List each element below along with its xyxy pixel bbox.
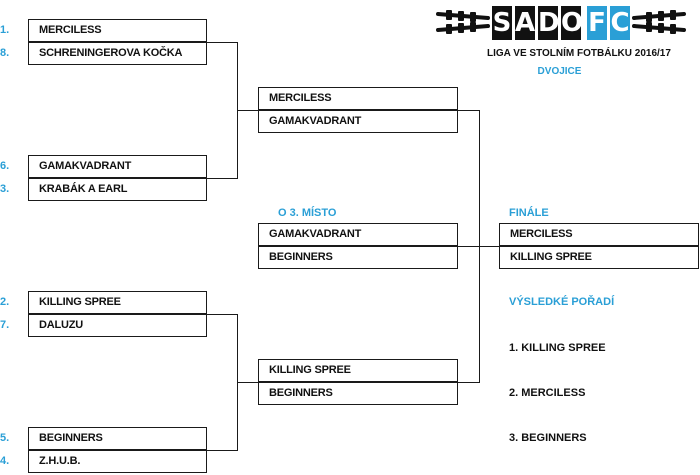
- team-slot: KILLING SPREE: [28, 291, 207, 314]
- league-title: LIGA VE STOLNÍM FOTBÁLKU 2016/17: [487, 48, 671, 59]
- standings-item: 2. MERCILESS: [509, 387, 586, 399]
- team-slot: BEGINNERS: [258, 382, 458, 405]
- seed-number: 3.: [0, 183, 10, 195]
- standings-item: 1. KILLING SPREE: [509, 342, 606, 354]
- team-slot: MERCILESS: [499, 223, 699, 246]
- bracket-connector: [457, 246, 499, 247]
- seed-number: 2.: [0, 296, 10, 308]
- team-slot: GAMAKVADRANT: [28, 155, 207, 178]
- team-slot: GAMAKVADRANT: [258, 223, 458, 246]
- team-slot: BEGINNERS: [28, 427, 207, 450]
- bracket-connector: [237, 110, 258, 111]
- seed-number: 5.: [0, 432, 10, 444]
- team-slot: KRABÁK A EARL: [28, 178, 207, 201]
- bracket-connector: [207, 450, 237, 451]
- seed-number: 7.: [0, 319, 10, 331]
- logo-letter: D: [538, 6, 560, 40]
- logo-letter: C: [610, 6, 630, 40]
- team-slot: BEGINNERS: [258, 246, 458, 269]
- team-slot: DALUZU: [28, 314, 207, 337]
- logo-letter: S: [492, 6, 512, 40]
- seed-number: 8.: [0, 47, 10, 59]
- final-label: FINÁLE: [509, 207, 549, 219]
- seed-number: 4.: [0, 455, 10, 467]
- logo-letter: O: [561, 6, 584, 40]
- category-label: DVOJICE: [537, 66, 582, 77]
- standings-label: VÝSLEDKÉ POŘADÍ: [509, 296, 615, 308]
- logo-letter: F: [587, 6, 607, 40]
- logo-letter: A: [515, 6, 536, 40]
- foosball-rods-icon: [436, 10, 686, 34]
- bracket-connector: [237, 382, 258, 383]
- team-slot: KILLING SPREE: [499, 246, 699, 269]
- team-slot: SCHRENINGEROVA KOČKA: [28, 42, 207, 65]
- team-slot: MERCILESS: [28, 19, 207, 42]
- team-slot: GAMAKVADRANT: [258, 110, 458, 133]
- seed-number: 6.: [0, 160, 10, 172]
- seed-number: 1.: [0, 24, 10, 36]
- team-slot: Z.H.U.B.: [28, 450, 207, 473]
- sadofc-logo: S A D O F C: [436, 2, 686, 42]
- team-slot: KILLING SPREE: [258, 359, 458, 382]
- bracket-connector: [457, 110, 479, 111]
- bracket-connector: [207, 314, 237, 315]
- bracket-connector: [207, 42, 237, 43]
- third-place-label: O 3. MÍSTO: [278, 207, 337, 219]
- bracket-connector: [207, 178, 237, 179]
- standings-item: 3. BEGINNERS: [509, 432, 587, 444]
- team-slot: MERCILESS: [258, 87, 458, 110]
- bracket-connector: [457, 382, 479, 383]
